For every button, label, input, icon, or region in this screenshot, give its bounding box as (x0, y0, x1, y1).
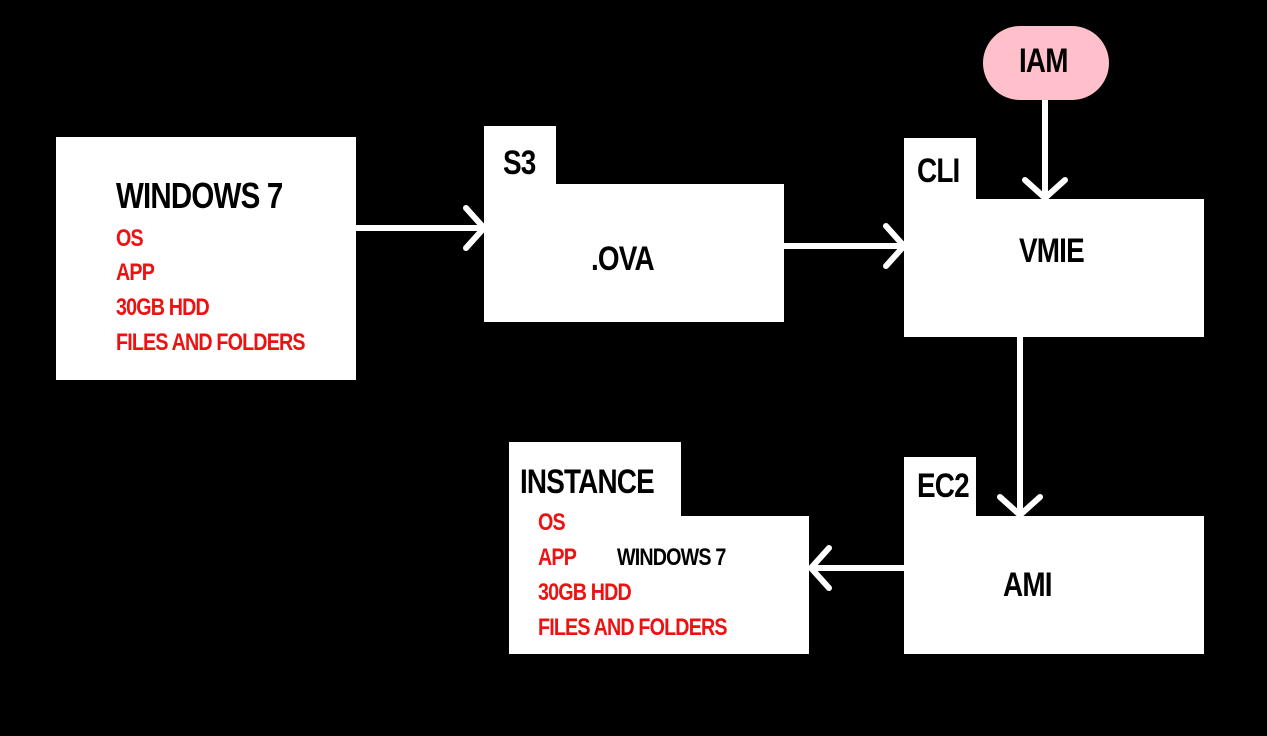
instance-item-files: FILES AND FOLDERS (538, 614, 728, 641)
source-item-hdd: 30GB HDD (116, 294, 210, 321)
ec2-tab-label: EC2 (917, 467, 970, 505)
cli-tab (904, 138, 976, 201)
ec2-content-label: AMI (1003, 566, 1052, 604)
instance-tab (509, 442, 681, 518)
source-item-app: APP (116, 259, 155, 286)
instance-tab-label: INSTANCE (520, 463, 655, 501)
instance-item-app: APP (538, 544, 577, 571)
arrowhead-iam-to-vmie (1022, 177, 1068, 201)
source-box (56, 137, 356, 380)
arrowhead-ami-to-instance (808, 545, 832, 591)
instance-item-os: OS (538, 509, 566, 536)
source-item-os: OS (116, 225, 144, 252)
ec2-box (904, 516, 1204, 654)
cli-tab-label: CLI (917, 152, 960, 190)
iam-pill (983, 26, 1109, 100)
iam-label: IAM (1019, 42, 1068, 80)
source-title: WINDOWS 7 (116, 175, 283, 216)
cli-content-label: VMIE (1019, 232, 1085, 270)
s3-content-label: .OVA (591, 240, 655, 278)
source-item-files: FILES AND FOLDERS (116, 329, 306, 356)
arrowhead-vmie-to-ec2 (997, 494, 1043, 518)
instance-box (509, 516, 809, 654)
s3-box (484, 184, 784, 322)
s3-tab (484, 126, 556, 186)
cli-box (904, 199, 1204, 337)
instance-item-hdd: 30GB HDD (538, 579, 632, 606)
instance-side-label: WINDOWS 7 (617, 544, 726, 571)
ec2-tab (904, 457, 976, 518)
s3-tab-label: S3 (503, 144, 536, 182)
